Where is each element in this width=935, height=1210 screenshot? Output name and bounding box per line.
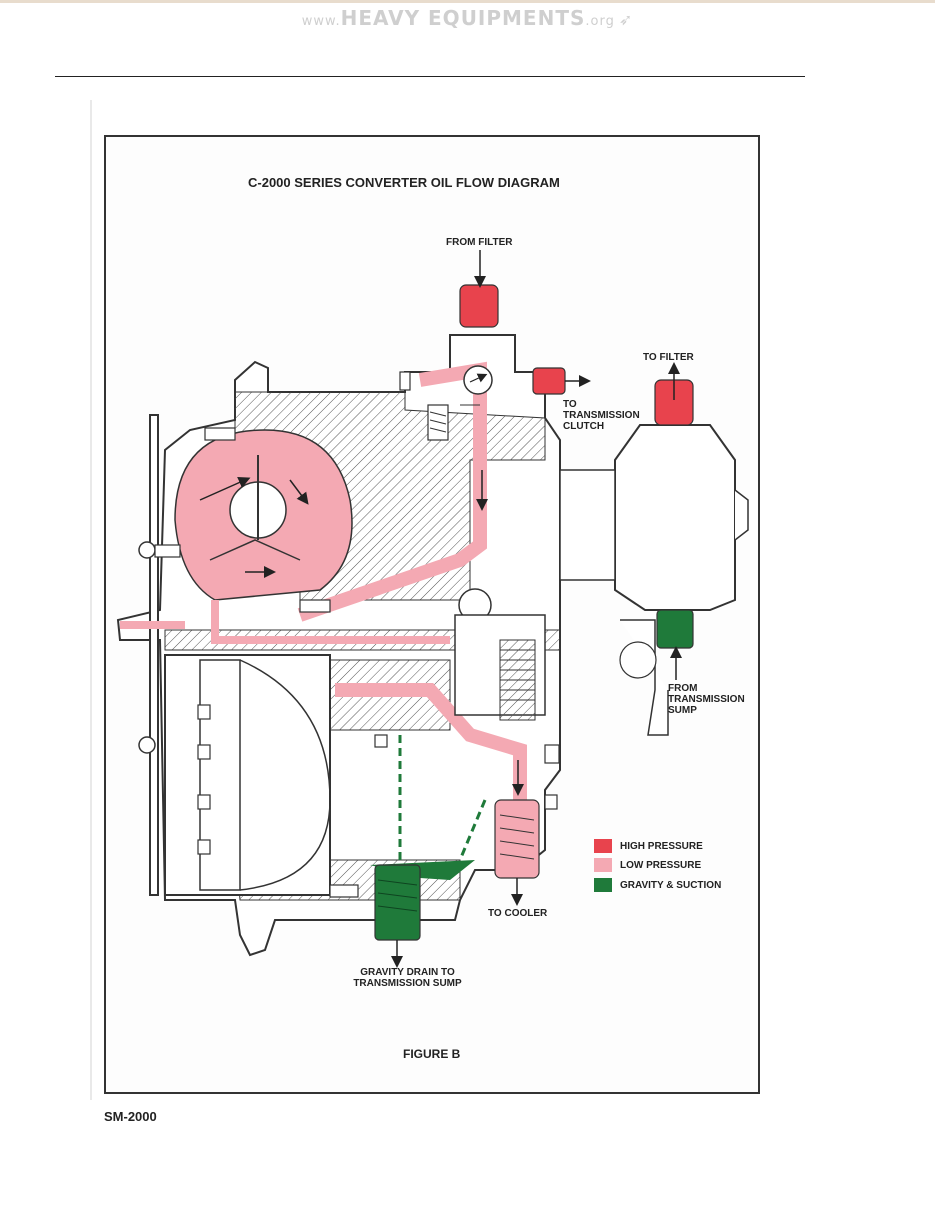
charging-pump xyxy=(559,362,749,736)
watermark-prefix: www. xyxy=(301,14,341,29)
label-line: TRANSMISSION xyxy=(668,694,745,705)
gravity-drain xyxy=(370,735,487,968)
label-line: TRANSMISSION xyxy=(563,410,640,421)
figure-label: FIGURE B xyxy=(403,1047,461,1061)
label-from-transmission-sump: FROM TRANSMISSION SUMP xyxy=(668,683,745,716)
label-line: SUMP xyxy=(668,705,697,716)
legend-item-low-pressure: LOW PRESSURE xyxy=(594,858,701,872)
document-id: SM-2000 xyxy=(104,1109,157,1124)
watermark: www.HEAVY EQUIPMENTS.org➶ xyxy=(0,6,935,30)
low-pressure-passage xyxy=(297,361,527,840)
top-border xyxy=(0,0,935,3)
cursor-icon: ➶ xyxy=(618,10,634,29)
legend-item-high-pressure: HIGH PRESSURE xyxy=(594,839,703,853)
label-line: TO xyxy=(563,399,577,410)
legend-swatch xyxy=(594,878,612,892)
outlet-to-cooler xyxy=(494,799,540,906)
label-gravity-drain: GRAVITY DRAIN TO TRANSMISSION SUMP xyxy=(345,967,470,989)
label-line: GRAVITY DRAIN TO xyxy=(360,967,455,978)
diagram-title: C-2000 SERIES CONVERTER OIL FLOW DIAGRAM xyxy=(248,175,560,190)
label-to-transmission-clutch: TO TRANSMISSION CLUTCH xyxy=(563,399,640,432)
watermark-suffix: .org xyxy=(585,14,615,29)
legend-swatch xyxy=(594,858,612,872)
label-to-cooler: TO COOLER xyxy=(488,908,548,919)
inlet-from-filter xyxy=(459,250,499,328)
legend-item-gravity-suction: GRAVITY & SUCTION xyxy=(594,878,721,892)
header-rule xyxy=(55,76,805,77)
legend-label: HIGH PRESSURE xyxy=(620,840,703,852)
label-from-filter: FROM FILTER xyxy=(446,237,513,248)
outlet-to-clutch xyxy=(532,367,591,395)
label-line: FROM xyxy=(668,683,698,694)
legend-swatch xyxy=(594,839,612,853)
bolts xyxy=(154,371,560,898)
flywheel-plate xyxy=(138,414,331,896)
scan-edge xyxy=(90,100,92,1100)
label-to-filter: TO FILTER xyxy=(643,352,694,363)
legend-label: GRAVITY & SUCTION xyxy=(620,879,722,891)
label-line: TRANSMISSION SUMP xyxy=(353,978,462,989)
pump-drive-gears xyxy=(454,588,546,721)
torque-converter xyxy=(120,429,450,644)
label-line: CLUTCH xyxy=(563,421,605,432)
regulator-valve xyxy=(427,365,493,441)
watermark-main: HEAVY EQUIPMENTS xyxy=(340,6,586,30)
legend-label: LOW PRESSURE xyxy=(620,859,702,871)
